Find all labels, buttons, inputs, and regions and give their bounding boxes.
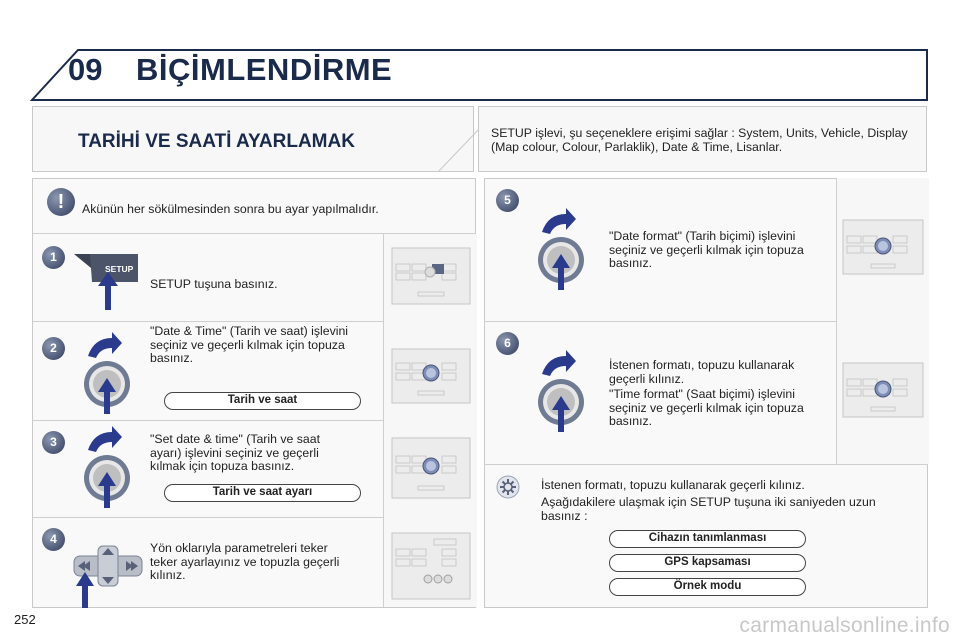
radio-panel-icon xyxy=(842,219,924,275)
intro-text: SETUP işlevi, şu seçeneklere erişimi sağ… xyxy=(491,126,908,154)
step-1-text: SETUP tuşuna basınız. xyxy=(150,277,278,291)
intro-panel xyxy=(478,106,927,172)
divider xyxy=(32,233,476,234)
header-frame xyxy=(29,49,928,101)
settings-gear-icon xyxy=(496,475,520,499)
step-4-thumbnail xyxy=(383,517,477,607)
step-6-badge: 6 xyxy=(496,332,519,355)
date-time-menu-label: Tarih ve saat xyxy=(164,392,361,410)
step-4-text: Yön oklarıyla parametreleri teker teker … xyxy=(150,541,340,582)
step-2-thumbnail xyxy=(383,321,477,420)
title-separator-decoration xyxy=(437,127,481,173)
divider xyxy=(32,420,476,421)
section-title: TARİHİ VE SAATİ AYARLAMAK xyxy=(78,131,355,152)
step-5-text: "Date format" (Tarih biçimi) işlevini se… xyxy=(609,229,804,270)
step-4-badge: 4 xyxy=(42,528,65,551)
chapter-number: 09 xyxy=(68,52,103,87)
tip-text-b: Aşağıdakilere ulaşmak için SETUP tuşuna … xyxy=(541,495,876,523)
rotary-knob-icon xyxy=(538,350,584,432)
set-date-time-menu-label: Tarih ve saat ayarı xyxy=(164,484,361,502)
divider xyxy=(32,321,476,322)
radio-panel-icon xyxy=(391,247,471,305)
step-6-text-a: İstenen formatı, topuzu kullanarak geçer… xyxy=(609,358,795,386)
step-1-badge: 1 xyxy=(42,246,65,269)
step-2-badge: 2 xyxy=(42,337,65,360)
divider xyxy=(484,321,928,322)
step-3-thumbnail xyxy=(383,420,477,517)
option-gps-coverage: GPS kapsaması xyxy=(609,554,806,572)
step-5-badge: 5 xyxy=(496,189,519,212)
rotary-knob-icon xyxy=(84,426,130,508)
step-3-text: "Set date & time" (Tarih ve saat ayarı) … xyxy=(150,432,321,473)
radio-panel-icon xyxy=(842,362,924,418)
option-device-identification: Cihazın tanımlanması xyxy=(609,530,806,548)
page-number: 252 xyxy=(14,612,36,627)
divider xyxy=(484,464,928,465)
tip-text-a: İstenen formatı, topuzu kullanarak geçer… xyxy=(541,478,805,492)
radio-panel-icon xyxy=(391,532,471,600)
source-watermark: carmanualsonline.info xyxy=(739,614,950,637)
rotary-knob-icon xyxy=(84,332,130,414)
step-6-thumbnail xyxy=(836,321,929,464)
radio-panel-icon xyxy=(391,348,471,404)
rotary-knob-icon xyxy=(538,208,584,290)
step-3-badge: 3 xyxy=(42,431,65,454)
option-demo-mode: Örnek modu xyxy=(609,578,806,596)
chapter-title: BİÇİMLENDİRME xyxy=(136,52,393,87)
warning-text: Akünün her sökülmesinden sonra bu ayar y… xyxy=(82,202,379,216)
step-2-text: "Date & Time" (Tarih ve saat) işlevini s… xyxy=(150,324,349,365)
svg-text:SETUP: SETUP xyxy=(105,264,134,274)
radio-panel-icon xyxy=(391,437,471,499)
direction-arrows-pad-icon xyxy=(73,545,143,608)
warning-icon: ! xyxy=(47,188,75,216)
step-5-thumbnail xyxy=(836,178,929,321)
section-title-panel xyxy=(32,106,474,172)
setup-button-icon: SETUP xyxy=(74,254,138,310)
step-6-text-b: "Time format" (Saat biçimi) işlevini seç… xyxy=(609,387,804,428)
step-1-thumbnail xyxy=(383,234,477,321)
divider xyxy=(32,517,476,518)
